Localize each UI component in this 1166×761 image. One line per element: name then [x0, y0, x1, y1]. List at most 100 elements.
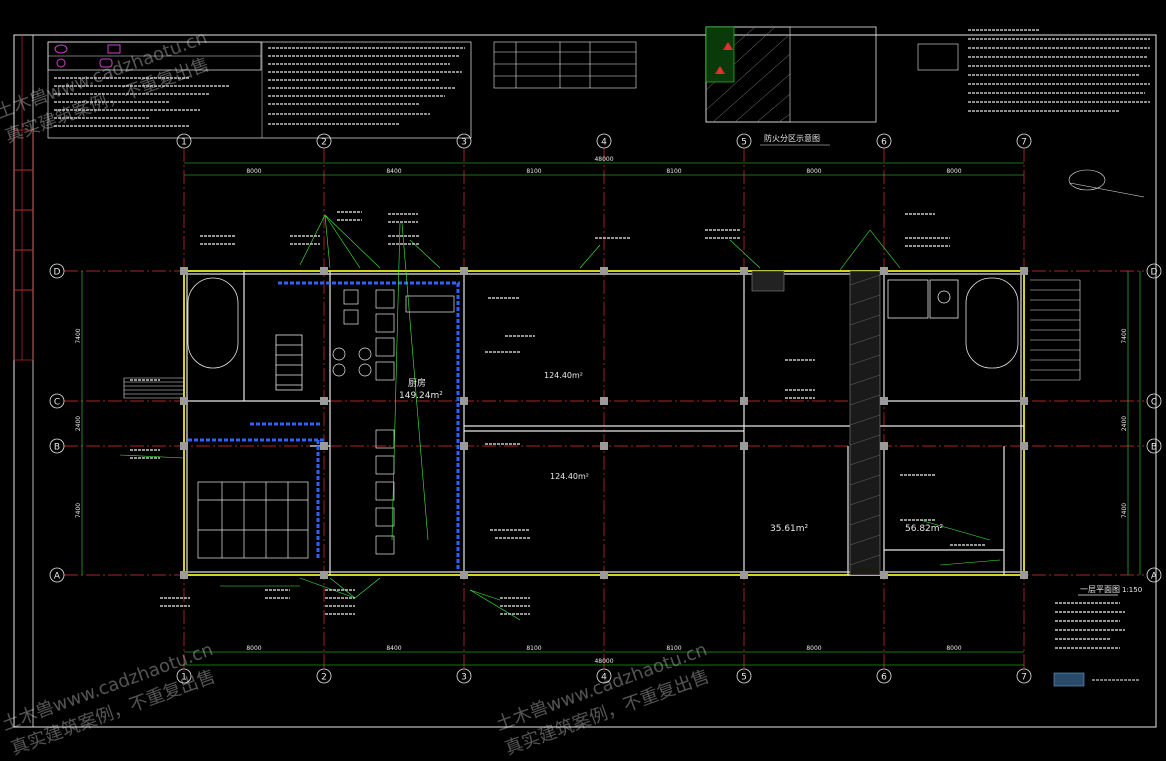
grid-label-B: B [54, 443, 60, 453]
grid-label-4: 4 [601, 138, 607, 148]
grid-bubble-5 [736, 668, 752, 684]
room-2-area: 124.40m² [544, 371, 583, 380]
grid-bubble-D [49, 263, 65, 279]
column-2-C [320, 397, 328, 405]
grid-label-7: 7 [1021, 673, 1027, 683]
fire-zone-diagram [705, 26, 959, 123]
grid-label-5: 5 [741, 138, 747, 148]
grid-label-5: 5 [741, 673, 747, 683]
bottom-dim-4: 8000 [806, 645, 821, 652]
fire-zone-title: 防火分区示意图 [764, 133, 820, 143]
legend-icon-sink [54, 44, 68, 54]
top-dim-5: 8000 [946, 168, 961, 175]
design-notes-text [968, 29, 1150, 112]
left-dim-2: 7400 [75, 503, 82, 518]
total-dim-top: 48000 [594, 156, 613, 163]
column-6-C [880, 397, 888, 405]
column-7-D [1020, 267, 1028, 275]
room-5-area: 56.82m² [905, 524, 944, 534]
grid-label-7: 7 [1021, 138, 1027, 148]
notes-text-lines [54, 47, 465, 127]
column-1-C [180, 397, 188, 405]
grid-bubble-3 [456, 668, 472, 684]
grid-bubble-2 [316, 133, 332, 149]
restroom-fixtures [197, 481, 309, 559]
external-stair-right [1030, 279, 1081, 381]
grid-label-4: 4 [601, 673, 607, 683]
column-2-D [320, 267, 328, 275]
column-6-A [880, 571, 888, 579]
column-3-B [460, 442, 468, 450]
column-2-B [320, 442, 328, 450]
legend-block [47, 41, 262, 71]
grid-bubble-B [49, 438, 65, 454]
grid-label-A: A [54, 572, 61, 582]
structural-columns [180, 267, 1028, 579]
grid-label-D: D [1151, 268, 1158, 278]
hatch-legend-swatch [1053, 672, 1085, 687]
column-1-A [180, 571, 188, 579]
grid-label-2: 2 [321, 138, 327, 148]
general-notes-box [47, 41, 472, 139]
annotation-text-marks [130, 211, 1125, 649]
grid-bubble-1 [176, 133, 192, 149]
left-dim-1: 2400 [75, 416, 82, 431]
shaft-hatch [751, 270, 881, 576]
grid-label-6: 6 [881, 673, 887, 683]
dimension-lines [81, 162, 1141, 666]
room-3-area: 124.40m² [550, 472, 589, 481]
grid-label-C: C [54, 398, 60, 408]
grid-label-A: A [1151, 572, 1158, 582]
grid-bubble-6 [876, 668, 892, 684]
dimension-labels: 8000800084008400810081008100810080008000… [75, 156, 1128, 665]
column-2-A [320, 571, 328, 579]
grid-axes [64, 148, 1144, 672]
right-dim-1: 2400 [1121, 416, 1128, 431]
column-5-D [740, 267, 748, 275]
bottom-dim-2: 8100 [526, 645, 541, 652]
column-5-C [740, 397, 748, 405]
grid-label-3: 3 [461, 138, 467, 148]
grid-bubble-C [49, 393, 65, 409]
grid-bubble-2 [316, 668, 332, 684]
left-dim-0: 7400 [75, 328, 82, 343]
column-1-B [180, 442, 188, 450]
column-3-A [460, 571, 468, 579]
grid-bubble-C [1146, 393, 1162, 409]
external-stair-left [123, 377, 184, 399]
grid-bubble-4 [596, 668, 612, 684]
room-kitchen-area: 149.24m² [399, 391, 443, 401]
top-dim-4: 8000 [806, 168, 821, 175]
sheet-frame [13, 34, 1157, 728]
room-4-area: 35.61m² [770, 524, 809, 534]
north-arrow [1068, 169, 1145, 198]
grid-bubble-A [49, 567, 65, 583]
column-5-B [740, 442, 748, 450]
grid-bubble-A [1146, 567, 1162, 583]
stair-cores [187, 277, 1019, 391]
grid-bubble-6 [876, 133, 892, 149]
top-dim-0: 8000 [246, 168, 261, 175]
grid-bubble-4 [596, 133, 612, 149]
column-7-A [1020, 571, 1028, 579]
room-kitchen-name: 厨房 [408, 377, 426, 389]
column-4-C [600, 397, 608, 405]
column-4-A [600, 571, 608, 579]
total-dim-bottom: 48000 [594, 658, 613, 665]
grid-bubble-7 [1016, 668, 1032, 684]
kitchen-equipment [332, 289, 455, 555]
grid-label-B: B [1151, 443, 1157, 453]
grid-label-3: 3 [461, 673, 467, 683]
column-7-B [1020, 442, 1028, 450]
right-dim-2: 7400 [1121, 503, 1128, 518]
grid-label-1: 1 [181, 138, 187, 148]
column-4-B [600, 442, 608, 450]
bottom-dim-0: 8000 [246, 645, 261, 652]
top-dim-2: 8100 [526, 168, 541, 175]
grid-label-2: 2 [321, 673, 327, 683]
grid-bubble-5 [736, 133, 752, 149]
bottom-dim-3: 8100 [666, 645, 681, 652]
right-dim-0: 7400 [1121, 328, 1128, 343]
